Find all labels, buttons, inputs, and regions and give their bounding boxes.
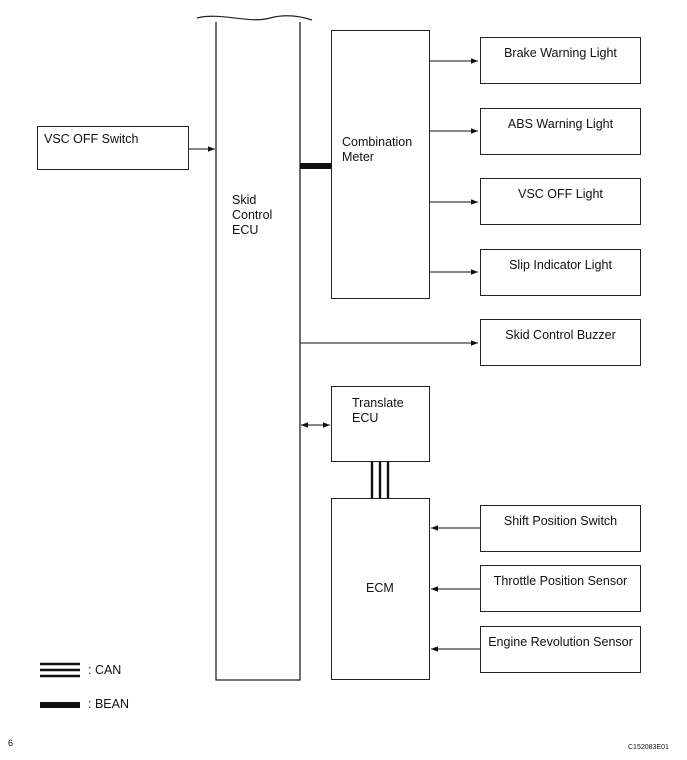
slip-indicator-light-block: Slip Indicator Light — [480, 249, 641, 296]
vsc-off-light-label: VSC OFF Light — [518, 187, 603, 201]
abs-warning-light-block: ABS Warning Light — [480, 108, 641, 155]
skid-control-buzzer-block: Skid Control Buzzer — [480, 319, 641, 366]
combination-meter-block: Combination Meter — [331, 30, 430, 299]
legend-can-symbol — [40, 662, 80, 678]
legend-bean-label: : BEAN — [88, 697, 129, 711]
vsc-off-switch-block: VSC OFF Switch — [37, 126, 189, 170]
legend-can-label: : CAN — [88, 663, 122, 677]
brake-warning-light-block: Brake Warning Light — [480, 37, 641, 84]
throttle-position-sensor-block: Throttle Position Sensor — [480, 565, 641, 612]
vsc-off-switch-label: VSC OFF Switch — [44, 132, 139, 146]
translate-ecu-label: Translate ECU — [352, 396, 404, 425]
skid-control-ecu-label: Skid Control ECU — [232, 193, 273, 237]
engine-revolution-sensor-label: Engine Revolution Sensor — [488, 635, 633, 649]
break-line — [196, 15, 313, 21]
bean-line-ecu-meter — [300, 163, 331, 169]
brake-warning-light-label: Brake Warning Light — [504, 46, 617, 60]
ecm-block: ECM — [331, 498, 430, 680]
translate-ecu-block: Translate ECU — [331, 386, 430, 462]
abs-warning-light-label: ABS Warning Light — [507, 117, 614, 131]
shift-position-switch-block: Shift Position Switch — [480, 505, 641, 552]
skid-control-ecu-outline — [215, 22, 301, 681]
shift-position-switch-label: Shift Position Switch — [503, 514, 618, 528]
can-lines-translate-ecm — [370, 462, 390, 498]
skid-control-buzzer-label: Skid Control Buzzer — [505, 328, 616, 342]
ecm-label: ECM — [366, 581, 394, 595]
legend-bean-symbol — [40, 702, 80, 708]
engine-revolution-sensor-block: Engine Revolution Sensor — [480, 626, 641, 673]
slip-indicator-light-label: Slip Indicator Light — [509, 258, 612, 272]
figure-code: C152083E01 — [628, 744, 669, 751]
combination-meter-label: Combination Meter — [342, 135, 413, 164]
page-number: 6 — [8, 738, 14, 748]
vsc-off-light-block: VSC OFF Light — [480, 178, 641, 225]
throttle-position-sensor-label: Throttle Position Sensor — [493, 574, 628, 588]
